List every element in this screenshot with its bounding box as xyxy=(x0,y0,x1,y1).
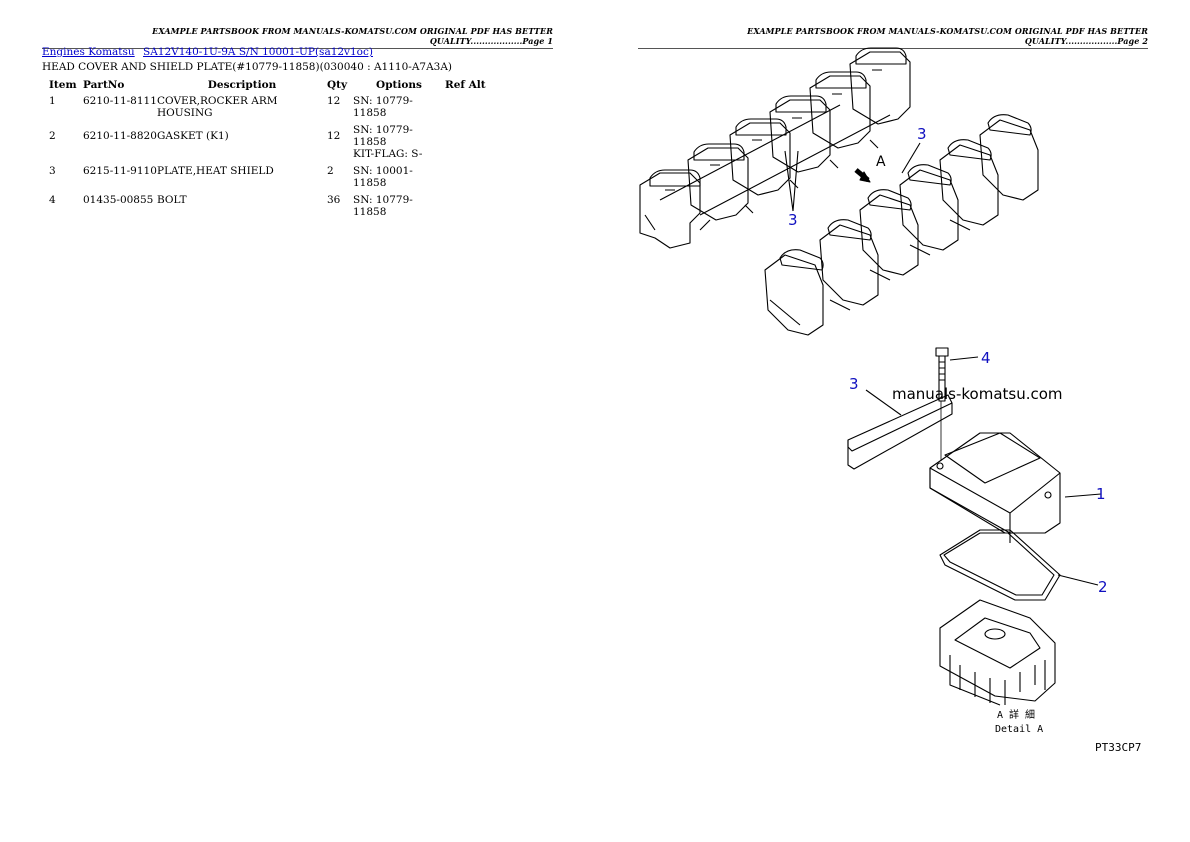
cell-options: SN: 10779-11858 KIT-FLAG: S- xyxy=(353,122,445,163)
cell-item: 2 xyxy=(49,130,56,142)
cell-partno: 6210-11-8820 xyxy=(83,130,157,142)
cell-ref-alt xyxy=(445,163,495,192)
cell-partno: 6215-11-9110 xyxy=(83,165,157,177)
col-header-qty: Qty xyxy=(327,79,348,91)
lower-bank-covers xyxy=(764,114,1039,336)
cell-qty: 12 xyxy=(327,130,341,142)
table-row: 1 6210-11-8111 COVER,ROCKER ARM HOUSING … xyxy=(44,93,495,122)
cell-ref-alt xyxy=(445,93,495,122)
cylinder-head-part xyxy=(939,599,1056,706)
upper-bank-covers xyxy=(639,47,911,249)
gasket-part xyxy=(939,529,1099,601)
detail-cjk-label: A 詳 細 xyxy=(997,708,1035,721)
cell-qty: 12 xyxy=(327,95,341,107)
cell-item: 3 xyxy=(49,165,56,177)
breadcrumb: Engines Komatsu SA12V140-1U-9A S/N 10001… xyxy=(42,46,378,58)
cell-qty: 36 xyxy=(327,194,341,206)
cell-partno: 01435-00855 xyxy=(83,194,154,206)
heat-shield-part xyxy=(847,389,953,470)
detail-label: Detail A xyxy=(995,724,1043,735)
col-header-description: Description xyxy=(207,79,277,91)
callout-3-detail: 3 xyxy=(849,375,859,393)
table-row: 3 6215-11-9110 PLATE,HEAT SHIELD 2 SN: 1… xyxy=(44,163,495,192)
rocker-cover-part xyxy=(929,432,1102,543)
cell-ref-alt xyxy=(445,192,495,221)
callout-3-right: 3 xyxy=(917,125,927,143)
section-title: HEAD COVER AND SHIELD PLATE(#10779-11858… xyxy=(42,61,453,73)
cell-options: SN: 10779-11858 xyxy=(353,194,413,218)
table-row: 2 6210-11-8820 GASKET (K1) 12 SN: 10779-… xyxy=(44,122,495,163)
cell-description: COVER,ROCKER ARM HOUSING xyxy=(157,95,278,119)
engine-line-art xyxy=(639,47,1102,706)
parts-table: Item PartNo Description Qty Options Ref … xyxy=(44,77,495,221)
col-header-partno: PartNo xyxy=(83,79,125,91)
figure-code: PT33CP7 xyxy=(1095,741,1141,754)
table-header-row: Item PartNo Description Qty Options Ref … xyxy=(44,77,495,93)
cell-description: GASKET (K1) xyxy=(157,130,229,142)
breadcrumb-link-engines[interactable]: Engines Komatsu xyxy=(42,46,135,58)
callout-1: 1 xyxy=(1096,485,1106,503)
col-header-options: Options xyxy=(376,79,422,91)
cell-item: 1 xyxy=(49,95,56,107)
table-row: 4 01435-00855 BOLT 36 SN: 10779-11858 xyxy=(44,192,495,221)
cell-ref-alt xyxy=(445,122,495,163)
cell-partno: 6210-11-8111 xyxy=(83,95,157,107)
cell-qty: 2 xyxy=(327,165,334,177)
cell-options: SN: 10001-11858 xyxy=(353,165,413,189)
callout-3-upper: 3 xyxy=(788,211,798,229)
callout-2: 2 xyxy=(1098,578,1108,596)
cell-description: PLATE,HEAT SHIELD xyxy=(157,165,274,177)
bolt-part xyxy=(935,347,979,461)
watermark: manuals-komatsu.com xyxy=(892,385,1063,403)
col-header-ref-alt: Ref Alt xyxy=(445,79,486,91)
page-header-1: EXAMPLE PARTSBOOK FROM MANUALS-KOMATSU.C… xyxy=(42,26,553,49)
option-line: SN: 10779-11858 xyxy=(353,124,413,148)
exploded-parts-drawing: 3 3 4 3 1 2 A manuals-komatsu.com A 詳 細 … xyxy=(639,47,1141,754)
cell-options: SN: 10779-11858 xyxy=(353,95,413,119)
option-line: KIT-FLAG: S- xyxy=(353,148,423,160)
cell-item: 4 xyxy=(49,194,56,206)
callout-4: 4 xyxy=(981,349,991,367)
cell-description: BOLT xyxy=(157,194,187,206)
breadcrumb-link-model[interactable]: SA12V140-1U-9A S/N 10001-UP(sa12v1oc) xyxy=(143,46,373,58)
view-marker-a: A xyxy=(876,154,886,170)
col-header-item: Item xyxy=(49,79,77,91)
